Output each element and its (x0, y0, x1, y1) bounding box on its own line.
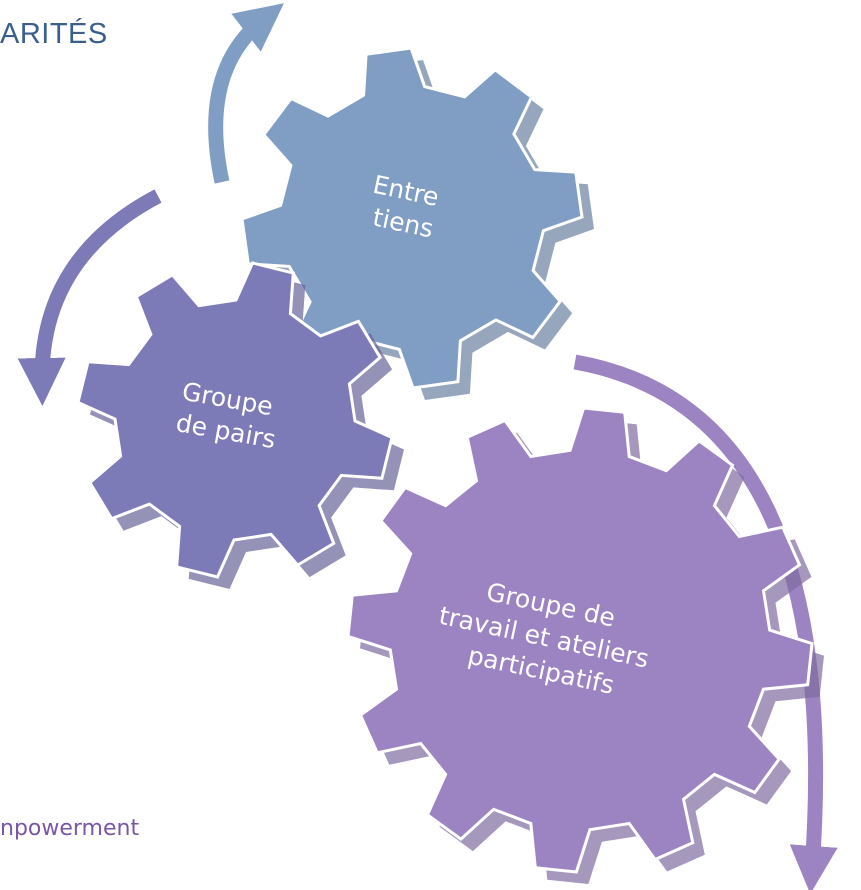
footer-caption: npowerment (0, 816, 140, 841)
gear-pairs (76, 261, 404, 589)
cycle-arrow-top (208, 3, 284, 184)
gear-travail (346, 406, 824, 884)
gear-pairs-body (76, 261, 394, 579)
gear-entretiens (240, 46, 594, 400)
cycle-arrow-left (17, 189, 162, 406)
gear-travail-body (346, 406, 814, 874)
cycle-arrow-right (573, 354, 838, 890)
section-heading: ARITÉS (0, 18, 108, 50)
gear-entretiens-body (240, 46, 584, 390)
